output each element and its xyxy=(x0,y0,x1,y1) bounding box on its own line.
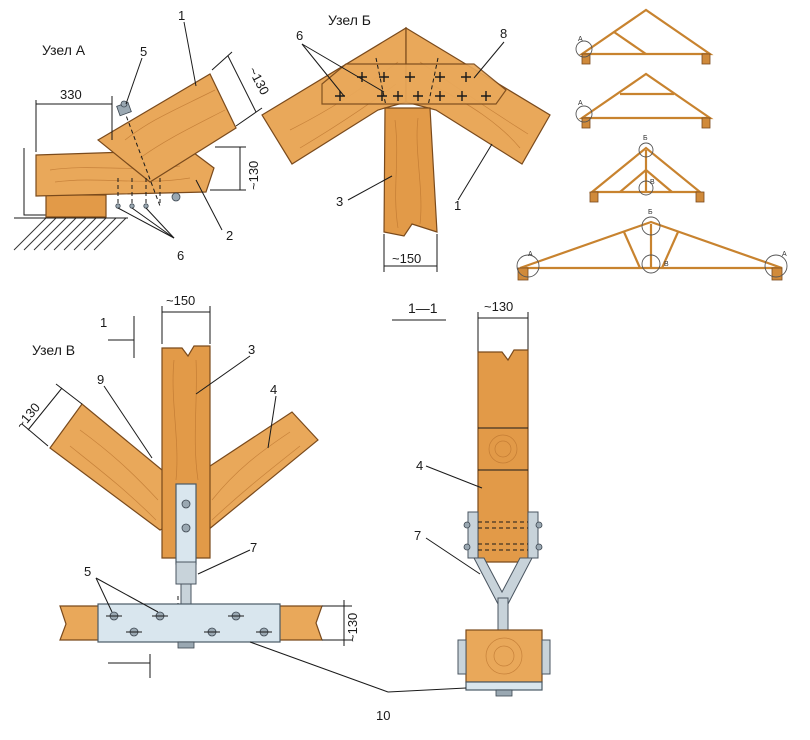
svg-text:Б: Б xyxy=(648,209,653,216)
rafter-1 xyxy=(96,73,237,183)
node-v-callouts: 3 9 4 7 5 xyxy=(84,342,277,613)
svg-text:330: 330 xyxy=(60,87,82,102)
section-rod xyxy=(497,597,509,633)
plate-8 xyxy=(321,63,507,105)
plate-10 xyxy=(97,603,281,643)
section-mark-top: 1 xyxy=(100,315,135,358)
node-a-title: Узел А xyxy=(42,42,86,58)
svg-text:6: 6 xyxy=(296,28,303,43)
svg-text:А: А xyxy=(578,100,583,107)
svg-text:3: 3 xyxy=(248,342,255,357)
node-v-title: Узел В xyxy=(32,342,75,358)
svg-text:~130: ~130 xyxy=(246,161,261,190)
dim-v-130-plate: ~130 xyxy=(322,600,360,646)
truss-scheme-4: Б А В А xyxy=(516,209,788,281)
dim-a-130-side: ~130 xyxy=(210,146,261,191)
mauerlat-beam xyxy=(45,194,107,218)
svg-text:1: 1 xyxy=(100,315,107,330)
svg-text:4: 4 xyxy=(270,382,277,397)
node-a-callouts: 1 5 6 2 xyxy=(117,8,233,263)
svg-text:1: 1 xyxy=(454,198,461,213)
svg-text:2: 2 xyxy=(226,228,233,243)
svg-text:~130: ~130 xyxy=(245,64,272,97)
truss-scheme-2: А xyxy=(575,72,714,129)
svg-text:10: 10 xyxy=(376,708,390,723)
svg-text:А: А xyxy=(578,36,583,43)
strut-9 xyxy=(49,403,181,531)
foundation-hatch xyxy=(13,217,128,251)
dim-s-130: ~130 xyxy=(477,299,529,352)
svg-text:7: 7 xyxy=(414,528,421,543)
svg-text:4: 4 xyxy=(416,458,423,473)
svg-text:~130: ~130 xyxy=(484,299,513,314)
steel-sleeve-7 xyxy=(175,561,197,585)
truss-scheme-3: Б В xyxy=(588,135,705,203)
svg-text:6: 6 xyxy=(177,248,184,263)
section-1-1: 1—1 ~130 xyxy=(392,299,551,697)
node-v: Узел В 1 xyxy=(13,293,360,678)
dim-b-150: ~150 xyxy=(383,234,438,272)
node-b-callouts: 6 8 3 1 xyxy=(296,26,507,213)
svg-text:5: 5 xyxy=(140,44,147,59)
section-title: 1—1 xyxy=(408,300,438,316)
svg-text:5: 5 xyxy=(84,564,91,579)
section-callouts: 4 7 xyxy=(414,458,483,575)
nail-crosses xyxy=(335,72,491,101)
svg-text:8: 8 xyxy=(500,26,507,41)
svg-text:1: 1 xyxy=(178,8,185,23)
nails-6 xyxy=(115,178,161,209)
svg-text:~150: ~150 xyxy=(392,251,421,266)
nut xyxy=(177,641,195,649)
svg-text:~130: ~130 xyxy=(345,613,360,642)
node-b: Узел Б xyxy=(261,12,551,272)
section-clamps xyxy=(463,511,543,559)
svg-text:Б: Б xyxy=(643,135,648,142)
plate-bolts xyxy=(106,611,272,637)
svg-text:~150: ~150 xyxy=(166,293,195,308)
node-b-title: Узел Б xyxy=(328,12,371,28)
callout-10: 10 xyxy=(249,641,467,723)
svg-text:3: 3 xyxy=(336,194,343,209)
svg-text:~130: ~130 xyxy=(13,400,43,432)
svg-text:9: 9 xyxy=(97,372,104,387)
bolt-5 xyxy=(116,100,181,207)
svg-text:7: 7 xyxy=(250,540,257,555)
dim-v-150: ~150 xyxy=(161,293,211,344)
svg-text:А: А xyxy=(782,251,787,258)
truss-scheme-1: А xyxy=(575,8,714,65)
section-hanger xyxy=(473,557,533,605)
svg-text:В: В xyxy=(650,179,655,186)
king-post-3 xyxy=(383,107,438,237)
section-plate-10 xyxy=(465,681,543,691)
svg-text:В: В xyxy=(664,261,669,268)
truss-schemes: А А Б В xyxy=(516,8,788,281)
dim-330: 330 xyxy=(35,87,113,152)
section-post xyxy=(477,349,529,563)
section-mark-bottom xyxy=(108,654,151,678)
node-a: Узел А xyxy=(13,8,272,263)
svg-text:А: А xyxy=(528,251,533,258)
